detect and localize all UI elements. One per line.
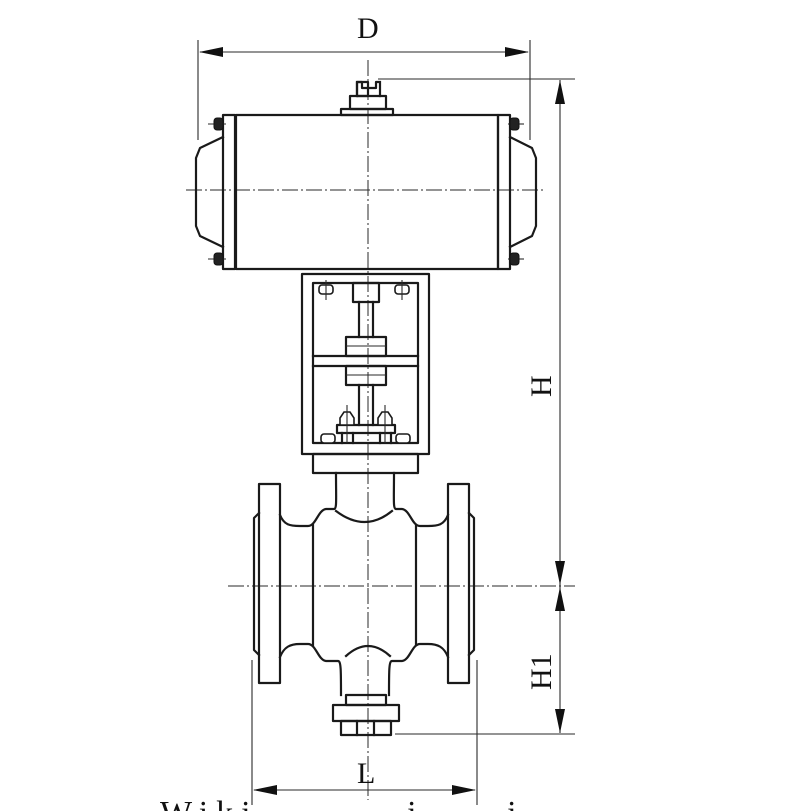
dimension-D: D	[197, 12, 531, 140]
dimension-label-H: H	[525, 375, 558, 397]
arrow-up-icon	[555, 80, 565, 104]
left-flange	[257, 482, 282, 685]
left-endcap-dome	[194, 135, 225, 249]
centerlines	[186, 60, 575, 800]
endcap-bolts	[208, 117, 524, 266]
right-flange	[446, 482, 471, 685]
arrow-down-icon	[555, 561, 565, 585]
body-bottom-right-contour	[387, 642, 450, 697]
caption-clipped: Wiki ... ... i ... i ...	[160, 794, 580, 811]
shaft-slot	[355, 80, 382, 98]
right-endcap-dome	[508, 135, 538, 249]
bracket-nut-icon	[395, 433, 411, 444]
arrow-left-icon	[253, 785, 277, 795]
arrow-up-icon	[555, 587, 565, 611]
dimension-L: L	[251, 660, 478, 805]
dimension-H: H	[378, 78, 575, 733]
bolt-nut-icon	[213, 252, 224, 266]
coupling-top-block	[351, 281, 381, 304]
valve-body	[252, 471, 476, 737]
pneumatic-actuator	[194, 80, 538, 271]
dimension-label-L: L	[357, 757, 375, 790]
left-endcap-plate	[221, 113, 237, 271]
mounting-bracket	[300, 272, 431, 475]
bolt-nut-icon	[213, 117, 224, 131]
dimension-label-H1: H1	[525, 653, 558, 690]
bracket-inner	[311, 281, 420, 445]
bolt-nut-icon	[509, 252, 520, 266]
body-top-right-contour	[392, 471, 450, 528]
right-flange-raised-face	[467, 511, 476, 657]
actuator-cylinder	[234, 113, 500, 271]
bracket-base	[311, 452, 420, 475]
trunnion-plug	[339, 719, 393, 737]
arrow-right-icon	[452, 785, 476, 795]
left-flange-raised-face	[252, 511, 261, 657]
ball-bottom-arc	[344, 644, 392, 658]
trunnion-neck	[344, 693, 388, 707]
arrow-right-icon	[505, 47, 529, 57]
ball-top-arc	[334, 509, 394, 523]
trunnion-cover	[331, 703, 401, 723]
bolt-nut-icon	[509, 117, 520, 131]
body-bottom-left-contour	[278, 642, 343, 697]
right-endcap-plate	[496, 113, 512, 271]
dimension-H1: H1	[395, 587, 575, 735]
body-top-left-contour	[278, 471, 338, 528]
bracket-nut-icon	[320, 433, 336, 444]
arrow-down-icon	[555, 709, 565, 733]
dimension-label-D: D	[357, 12, 379, 45]
arrow-left-icon	[199, 47, 223, 57]
stem-flange-plate	[335, 423, 397, 435]
